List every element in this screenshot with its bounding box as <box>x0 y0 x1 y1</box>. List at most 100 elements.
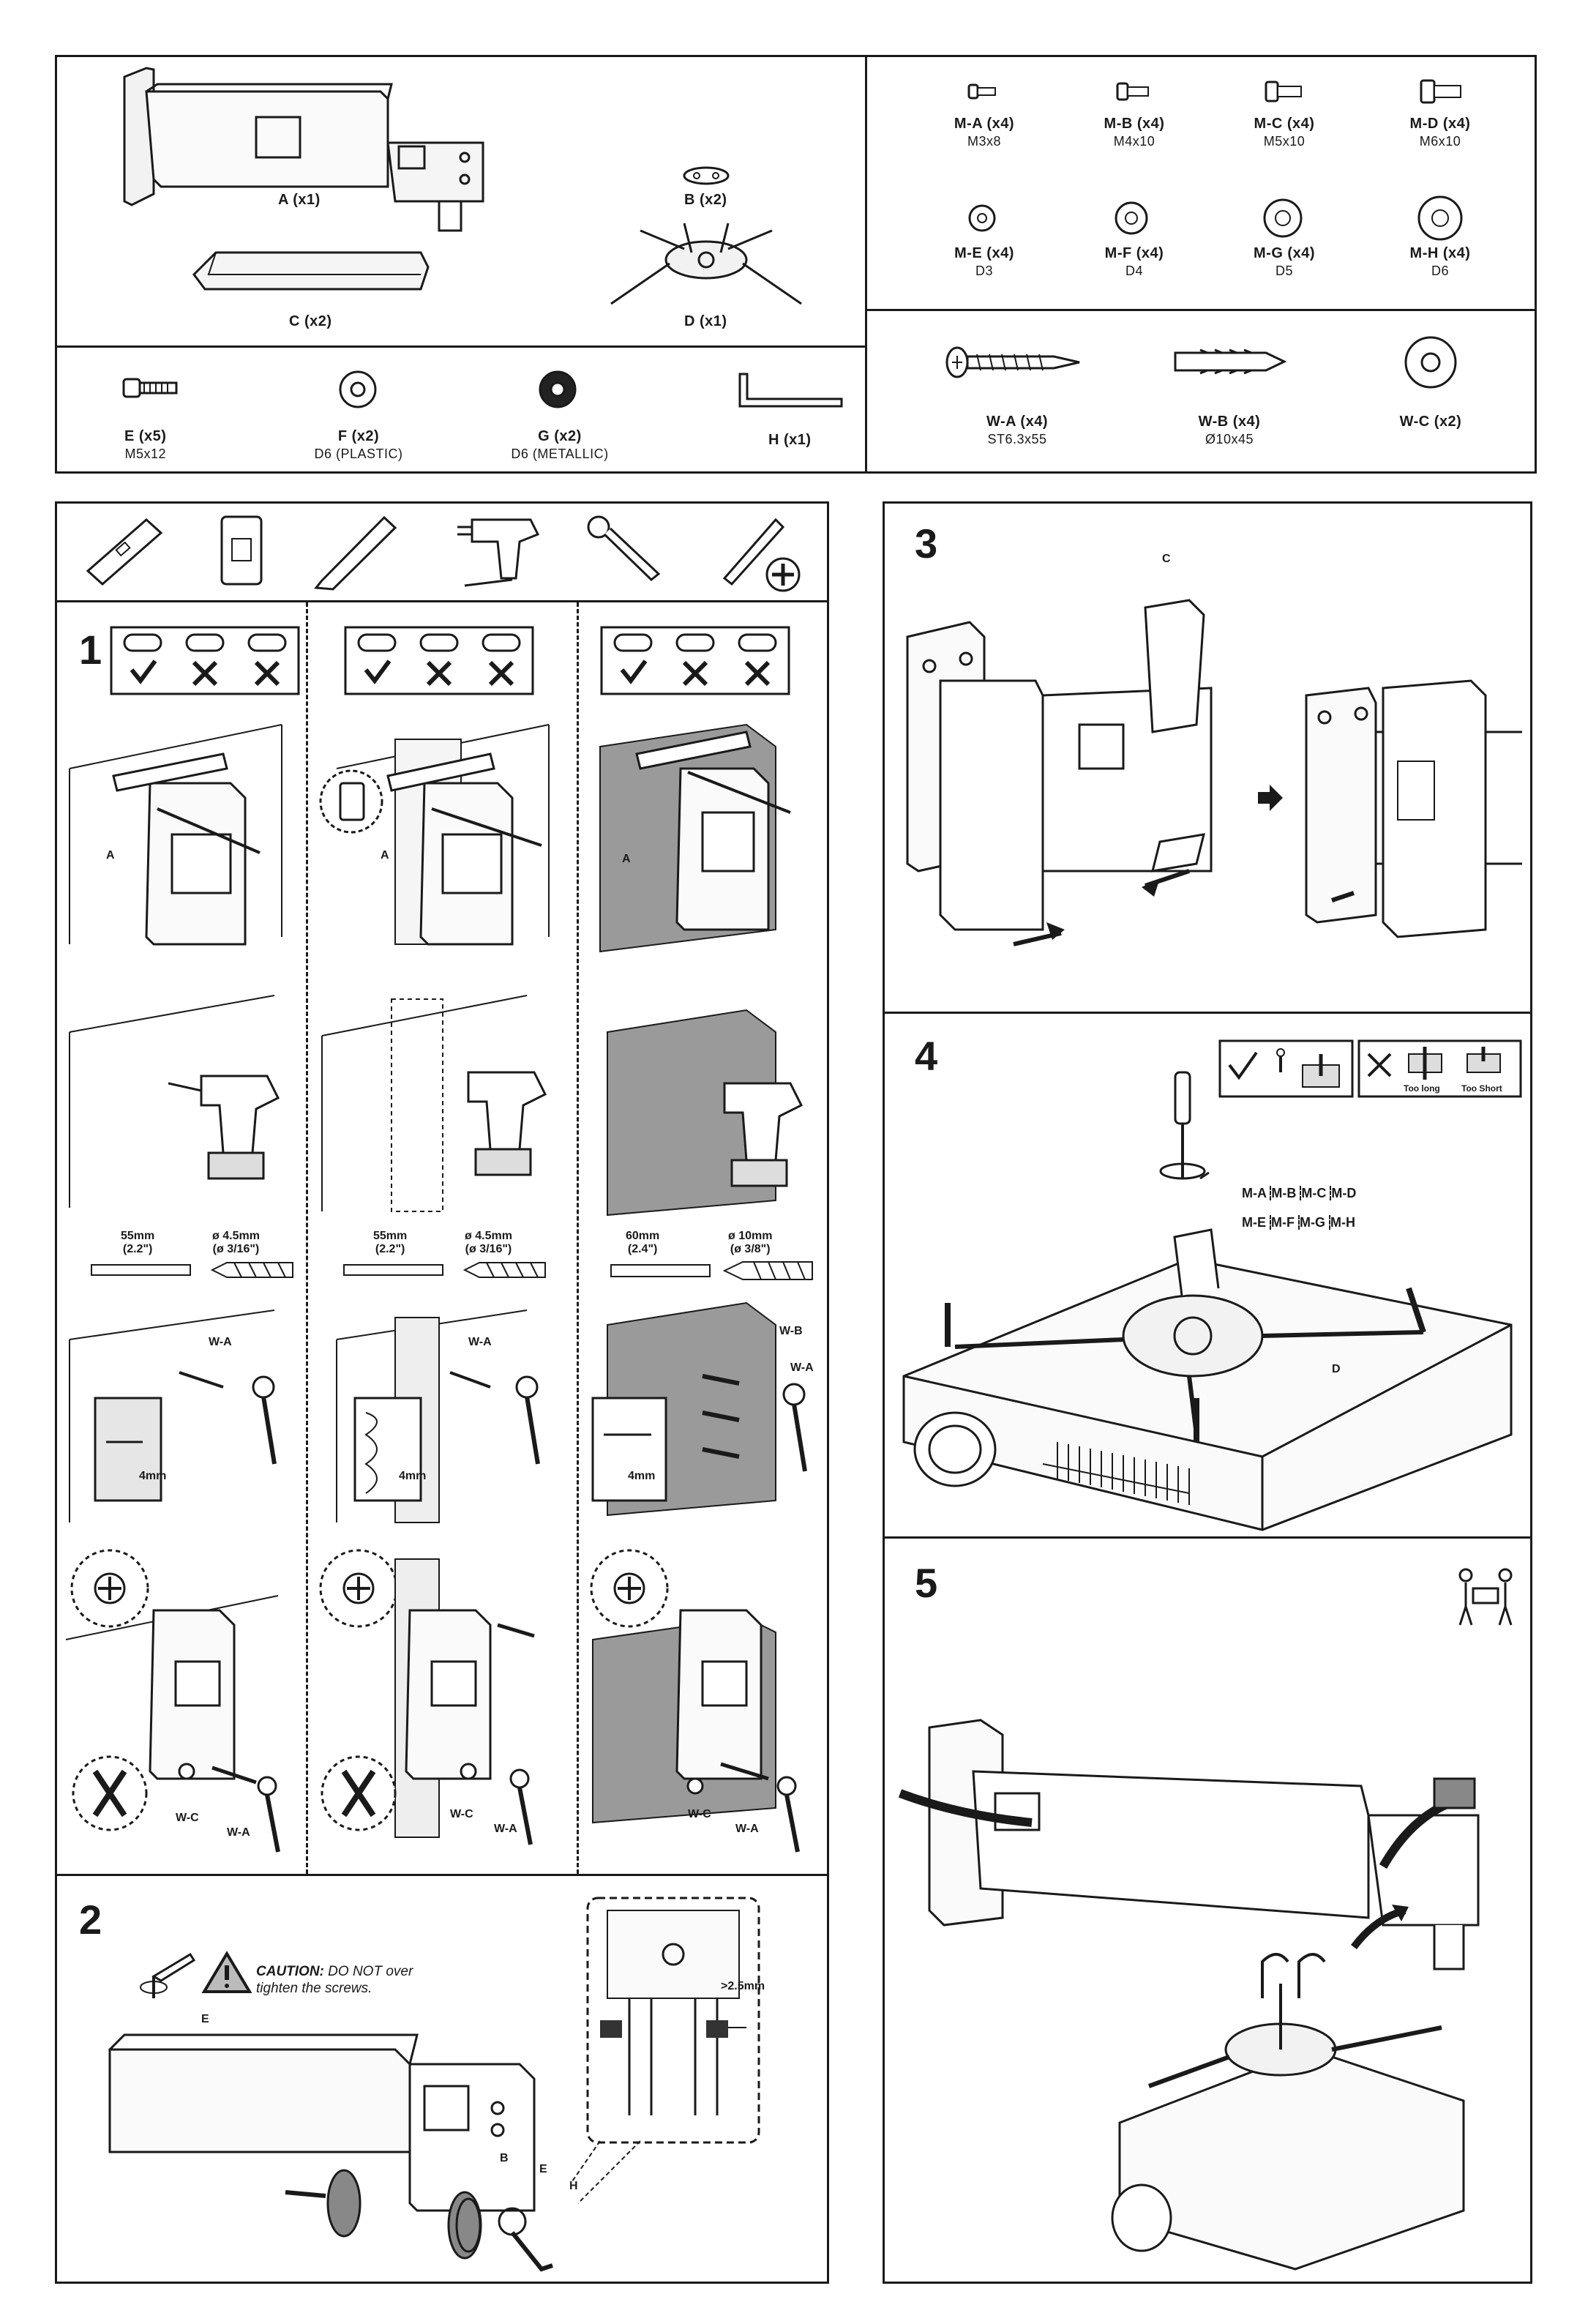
step5-illustration <box>898 1719 1480 2271</box>
col3-anchor-label: W-B <box>779 1325 803 1337</box>
step1-col1-a-label: A <box>106 849 115 862</box>
callout-leader-lines <box>572 2140 641 2204</box>
washer-m-h-icon <box>1417 195 1463 241</box>
screw-m-a-label: M-A (x4)M3x8 <box>954 116 1015 149</box>
col3-depth-label: 4mm <box>628 1470 656 1482</box>
mount-wood-illustration <box>319 1549 535 1845</box>
part-f-label: F (x2)D6 (PLASTIC) <box>314 428 403 461</box>
spider-bracket-d-illustration <box>610 223 802 305</box>
drill-wood-illustration <box>321 995 547 1212</box>
col3-distance: 60mm(2.4") <box>626 1230 660 1255</box>
too-long-label: Too long <box>1404 1083 1440 1094</box>
wall-hardware-box <box>865 309 1537 474</box>
part-d-label: D (x1) <box>684 313 727 329</box>
parts-box-hardware <box>55 345 867 474</box>
stud-finder-icon <box>220 515 263 586</box>
arrow-right-icon <box>1258 785 1283 811</box>
step1-col2-a-label: A <box>381 849 389 862</box>
step-1-number: 1 <box>79 627 102 673</box>
screw-m-b-icon <box>1116 82 1149 101</box>
screw-wood-illustration <box>336 1309 540 1523</box>
step4-m-a: M-A <box>1242 1186 1267 1200</box>
step4-m-b: M-B <box>1271 1186 1297 1200</box>
col3-drill-size: ø 10mm(ø 3/8") <box>728 1230 773 1255</box>
wood-screw-icon <box>945 346 1080 378</box>
washer-m-h-label: M-H (x4)D6 <box>1409 245 1471 278</box>
washer-m-f-label: M-F (x4)D4 <box>1104 245 1164 278</box>
mount-concrete-illustration <box>590 1549 800 1853</box>
wrench-icon <box>587 515 661 581</box>
washer-m-e-label: M-E (x4)D3 <box>954 245 1014 278</box>
washer-m-e-icon <box>968 204 996 232</box>
screw-m-d-icon <box>1420 79 1461 104</box>
drill-drywall-illustration <box>69 995 280 1208</box>
washer-w-c-label: W-C (x2) <box>1399 414 1462 430</box>
label-e: E <box>539 2163 547 2175</box>
col2-depth-label: 4mm <box>399 1470 427 1482</box>
pencil-icon <box>314 515 397 591</box>
step3-after-illustration <box>1305 679 1522 938</box>
drill-concrete-illustration <box>607 1009 804 1217</box>
col1-washer-label: W-C <box>176 1812 199 1824</box>
step-2-number: 2 <box>79 1897 102 1943</box>
part-a-label: A (x1) <box>278 192 321 208</box>
drill-icon <box>457 518 540 587</box>
part-b-label: B (x2) <box>684 192 727 208</box>
step-3-number: 3 <box>915 520 938 567</box>
step4-m-e: M-E <box>1242 1215 1266 1230</box>
column-divider-2 <box>577 602 579 1874</box>
col3-washer-label: W-C <box>688 1808 711 1820</box>
tools-row-divider <box>55 600 829 602</box>
washer-icon <box>339 370 377 408</box>
col1-screw-label: W-A <box>209 1336 232 1348</box>
washer-w-c-icon <box>1404 336 1457 389</box>
screw-m-c-icon <box>1265 81 1302 102</box>
screwdriver-step4-illustration <box>1159 1071 1210 1180</box>
step2-divider <box>55 1874 829 1876</box>
washer-m-f-icon <box>1115 201 1148 235</box>
step1-col3-a-label: A <box>622 853 631 865</box>
col2-screw-label: W-A <box>468 1336 492 1348</box>
screw-m-a-icon <box>967 83 996 100</box>
step4-m-c: M-C <box>1301 1186 1327 1200</box>
wall-arm-a-illustration <box>123 67 484 232</box>
col2-washer-label: W-C <box>450 1808 473 1820</box>
label-h: H <box>569 2180 578 2192</box>
column-divider-1 <box>306 602 308 1874</box>
mount-drywall-illustration <box>65 1549 280 1853</box>
step-4-number: 4 <box>915 1033 938 1079</box>
caution-text: CAUTION: DO NOT over tighten the screws. <box>256 1964 413 1996</box>
col2-bit-graphic <box>343 1262 546 1278</box>
step4-m-f: M-F <box>1271 1215 1295 1230</box>
wall-anchor-w-b-label: W-B (x4)Ø10x45 <box>1198 414 1261 447</box>
mark-wood-illustration <box>319 724 550 946</box>
hex-key-top-illustration <box>140 1952 196 1998</box>
hex-key-icon <box>738 373 843 408</box>
step4-m-d: M-D <box>1331 1186 1357 1200</box>
screw-m-b-label: M-B (x4)M4x10 <box>1104 116 1165 149</box>
screw-concrete-illustration <box>591 1301 807 1517</box>
col1-bit-graphic <box>91 1262 293 1278</box>
detail-callout-box <box>586 1897 760 2144</box>
wall-anchor-icon <box>1174 348 1287 375</box>
bolt-icon <box>122 378 178 398</box>
part-h-label: H (x1) <box>768 432 812 448</box>
step-5-number: 5 <box>915 1560 938 1606</box>
screw-m-d-label: M-D (x4)M6x10 <box>1409 116 1471 149</box>
warning-triangle-icon <box>201 1951 252 1993</box>
col1-drill-size: ø 4.5mm(ø 3/16") <box>212 1230 260 1255</box>
screw-m-c-label: M-C (x4)M5x10 <box>1254 116 1315 149</box>
col1-depth-label: 4mm <box>139 1470 167 1482</box>
wall-screw-w-a-label: W-A (x4)ST6.3x55 <box>986 414 1048 447</box>
hardware-stack-illustration <box>455 2197 553 2272</box>
mark-concrete-illustration <box>599 723 791 953</box>
washer-m-g-icon <box>1263 198 1303 238</box>
two-person-icon <box>1458 1568 1513 1626</box>
label-b: B <box>500 2152 509 2164</box>
label-e-top: E <box>201 2013 209 2025</box>
part-c-label: C (x2) <box>289 313 332 329</box>
gap-label: >2.5mm <box>721 1980 765 1992</box>
col1-distance: 55mm(2.2") <box>121 1230 155 1255</box>
col2-drill-size: ø 4.5mm(ø 3/16") <box>465 1230 512 1255</box>
col2-distance: 55mm(2.2") <box>373 1230 408 1255</box>
